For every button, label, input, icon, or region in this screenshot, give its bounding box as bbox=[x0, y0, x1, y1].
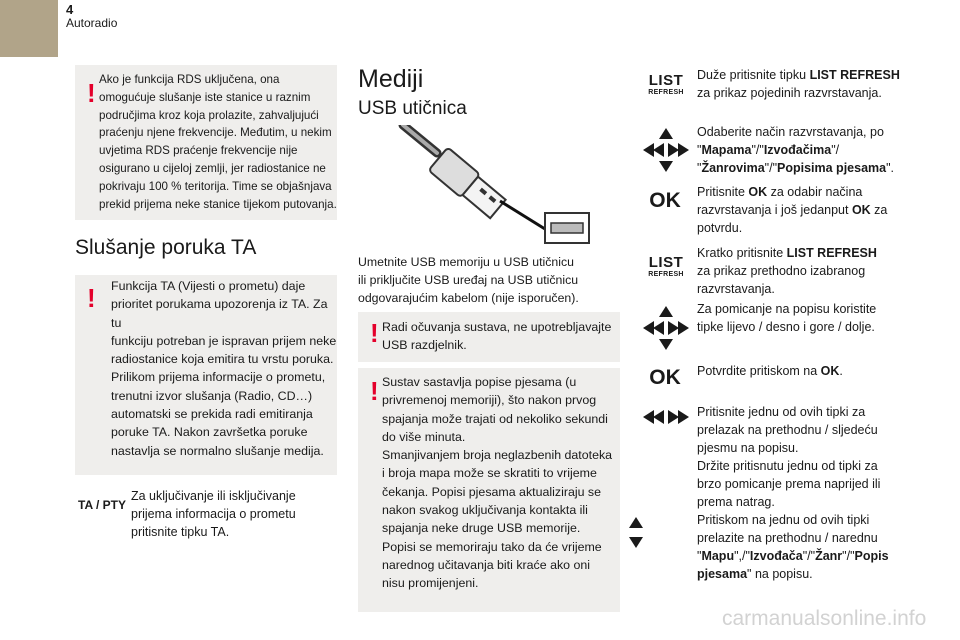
ta-pty-text: Za uključivanje ili isključivanje prijem… bbox=[131, 489, 296, 539]
ta-note-text: Funkcija TA (Vijesti o prometu) daje pri… bbox=[111, 279, 337, 458]
four-way-arrows-icon bbox=[643, 306, 689, 350]
section-name: Autoradio bbox=[66, 16, 118, 30]
step-prev-next-folder: Pritiskom na jednu od ovih tipki prelazi… bbox=[697, 513, 889, 581]
warning-exclamation-icon: ! bbox=[370, 376, 379, 406]
page-number: 4 bbox=[66, 2, 74, 17]
playlist-note-box: ! Sustav sastavlja popise pjesama (u pri… bbox=[358, 368, 620, 612]
usb-subtitle: USB utičnica bbox=[358, 98, 467, 119]
warning-exclamation-icon: ! bbox=[87, 283, 96, 313]
step-confirm-ok: Potvrdite pritiskom na OK. bbox=[697, 364, 843, 378]
step-prev-next-track: Pritisnite jednu od ovih tipki za prelaz… bbox=[697, 405, 881, 509]
usb-hub-note-text: Radi očuvanja sustava, ne upotrebljavajt… bbox=[382, 320, 612, 353]
warning-exclamation-icon: ! bbox=[87, 78, 96, 108]
usb-instructions: Umetnite USB memoriju u USB utičnicu ili… bbox=[358, 255, 579, 305]
chapter-tab bbox=[0, 0, 58, 57]
step-navigate-list: Za pomicanje na popisu koristite tipke l… bbox=[697, 302, 877, 334]
usb-hub-note-box: ! Radi očuvanja sustava, ne upotrebljava… bbox=[358, 312, 620, 362]
warning-exclamation-icon: ! bbox=[370, 318, 379, 348]
up-down-arrows-icon bbox=[629, 517, 643, 549]
ok-icon: OK bbox=[649, 366, 681, 389]
ok-icon: OK bbox=[649, 189, 681, 212]
four-way-arrows-icon bbox=[643, 128, 689, 172]
watermark: carmanualsonline.info bbox=[722, 607, 927, 630]
rds-note-text: Ako je funkcija RDS uključena, ona omogu… bbox=[99, 73, 337, 211]
usb-plug bbox=[429, 148, 508, 220]
step-long-press-list: Duže pritisnite tipku LIST REFRESH za pr… bbox=[697, 68, 900, 100]
left-right-arrows-icon bbox=[643, 410, 689, 426]
step-select-sort: Odaberite način razvrstavanja, po "Mapam… bbox=[697, 125, 895, 175]
usb-pointer-line bbox=[499, 199, 546, 231]
usb-cable-inner bbox=[401, 125, 439, 155]
step-press-ok: Pritisnite OK za odabir načina razvrstav… bbox=[697, 185, 888, 235]
playlist-note-text: Sustav sastavlja popise pjesama (u privr… bbox=[382, 375, 613, 591]
page-title: Mediji bbox=[358, 65, 424, 93]
usb-socket-port bbox=[550, 222, 584, 234]
ta-heading: Slušanje poruka TA bbox=[75, 236, 257, 259]
ta-note-box: ! Funkcija TA (Vijesti o prometu) daje p… bbox=[75, 275, 337, 475]
ta-pty-icon: TA / PTY bbox=[78, 498, 126, 512]
rds-note-box: ! Ako je funkcija RDS uključena, ona omo… bbox=[75, 65, 337, 220]
usb-illustration bbox=[398, 125, 590, 244]
step-short-press-list: Kratko pritisnite LIST REFRESH za prikaz… bbox=[697, 246, 877, 296]
